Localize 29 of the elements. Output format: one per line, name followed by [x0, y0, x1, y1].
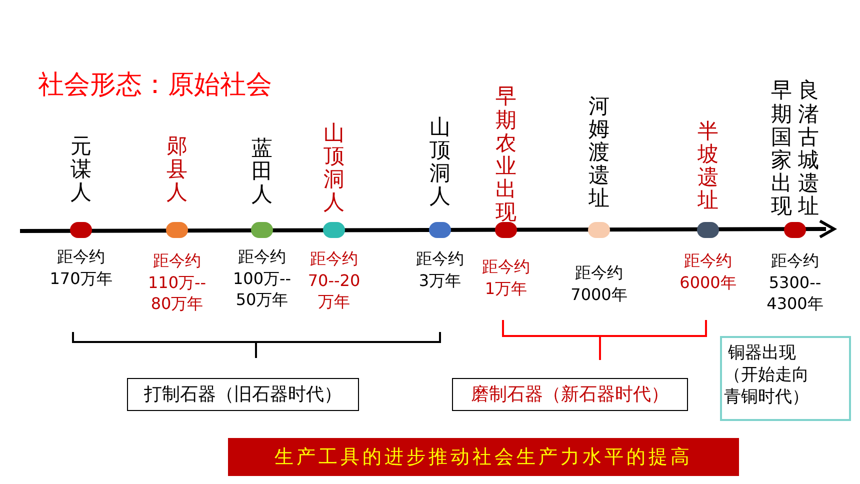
period-box	[452, 378, 688, 411]
vertical-label: 蓝田人	[252, 136, 272, 206]
box-text: 打制石器（旧石器时代）	[144, 383, 342, 407]
vertical-label: 山顶洞人	[324, 122, 344, 214]
date-label: 距今约 5300-- 4300年	[766, 250, 824, 315]
conclusion-banner	[228, 438, 739, 476]
vertical-label: 郧县人	[166, 134, 188, 204]
box-text: 磨制石器（新石器时代）	[471, 383, 669, 407]
vertical-label: 半坡遗址	[698, 120, 718, 212]
vertical-label: 早期农业出现	[496, 85, 516, 224]
date-label: 距今约 1万年	[482, 256, 530, 300]
box-text: 生产工具的进步推动社会生产力水平的提高	[274, 444, 692, 470]
note-box	[720, 336, 851, 421]
date-label: 距今约 100万-- 50万年	[232, 246, 292, 311]
box-text: （开始走向青铜时代）	[724, 364, 810, 408]
vertical-label: 河姆渡遗址	[588, 94, 610, 210]
period-box	[127, 378, 359, 411]
date-label: 距今约 6000年	[680, 250, 736, 294]
title: 社会形态：原始社会	[38, 72, 272, 98]
date-label: 距今约 3万年	[416, 248, 464, 292]
vertical-label: 早期国家出现	[771, 79, 792, 218]
date-label: 距今约 7000年	[570, 262, 628, 306]
box-text: 铜器出现	[728, 342, 797, 364]
vertical-label: 良渚古城遗址	[798, 79, 819, 218]
date-label: 距今约 110万-- 80万年	[148, 250, 206, 315]
date-label: 距今约 170万年	[50, 246, 112, 290]
date-label: 距今约 70--20 万年	[308, 248, 360, 313]
vertical-label: 山顶洞人	[430, 116, 450, 208]
vertical-label: 元谋人	[70, 134, 92, 204]
